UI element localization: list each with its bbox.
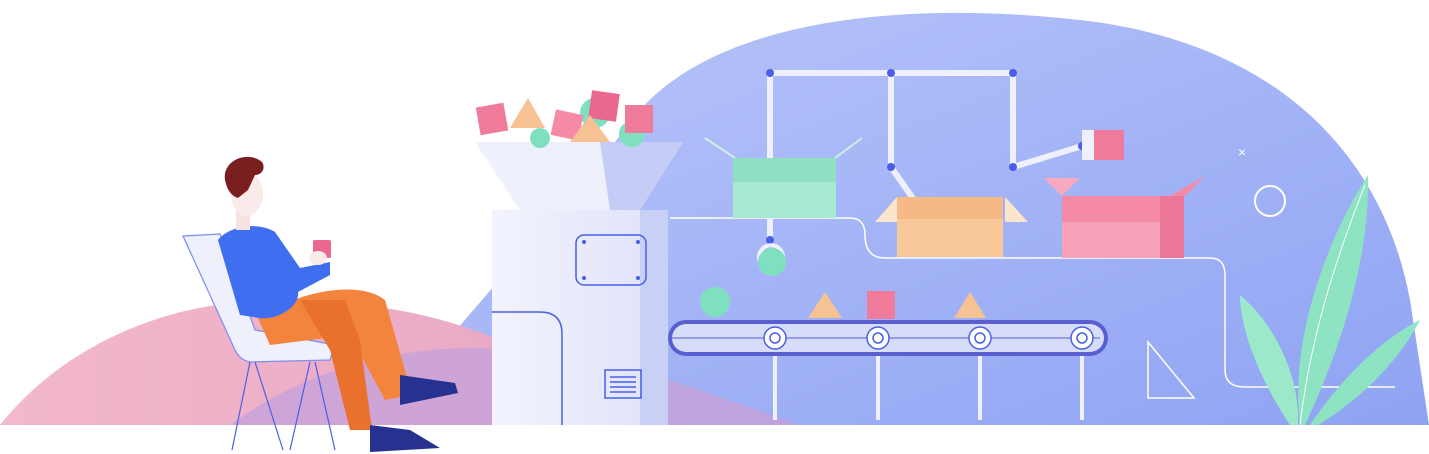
hatched-triangle	[1147, 339, 1196, 399]
peach-box	[875, 197, 1028, 257]
peach-triangle	[808, 292, 842, 318]
x-decoration: ×	[1238, 144, 1246, 160]
peach-triangle	[954, 292, 986, 318]
mint-ball	[700, 287, 730, 317]
mint-box	[704, 137, 863, 218]
person	[218, 156, 458, 452]
mint-ball-gripped	[758, 248, 786, 276]
pink-cube-gripped	[1094, 130, 1124, 160]
hopper	[475, 90, 683, 210]
ring-decoration	[1254, 185, 1286, 217]
guide-line	[670, 217, 1395, 388]
pink-box	[1044, 176, 1205, 258]
machine	[492, 210, 668, 425]
vent-grille	[604, 369, 642, 399]
plant	[1240, 175, 1420, 426]
gripper	[1082, 130, 1094, 160]
pink-cube	[867, 291, 895, 319]
conveyor-belt	[668, 320, 1108, 420]
